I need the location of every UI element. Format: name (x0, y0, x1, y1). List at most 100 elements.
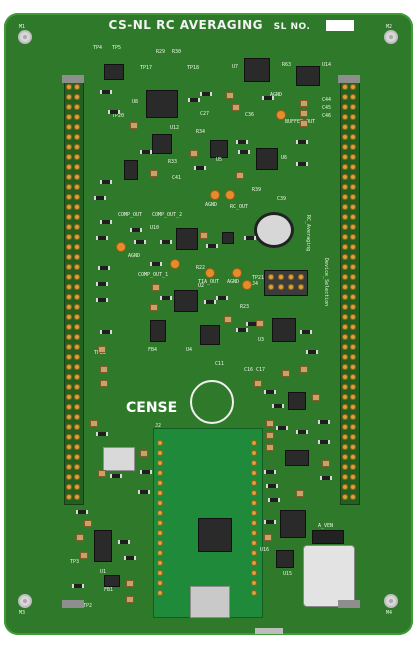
testpoint-comp-out (116, 242, 126, 252)
header-pin (74, 444, 80, 450)
mounting-hole-bottom-right (384, 594, 398, 608)
smd-resistor (266, 484, 278, 488)
electrolytic-capacitor (303, 545, 355, 607)
header-pin (74, 164, 80, 170)
header-pin (268, 284, 274, 290)
header-pin (342, 284, 348, 290)
smd-resistor (296, 140, 308, 144)
header-pin (342, 84, 348, 90)
header-pin (350, 144, 356, 150)
smd-capacitor (98, 470, 106, 477)
header-pin (66, 124, 72, 130)
usb-connector (190, 586, 230, 618)
header-pin (350, 474, 356, 480)
header-pin (342, 124, 348, 130)
module-pin (251, 450, 257, 456)
header-pin (66, 224, 72, 230)
sl-label: SL NO. (273, 22, 311, 32)
label-c39: C39 (277, 196, 287, 202)
smd-resistor (96, 282, 108, 286)
smd-resistor (296, 430, 308, 434)
smd-capacitor (226, 92, 234, 99)
smd-resistor (318, 420, 330, 424)
header-pin (350, 264, 356, 270)
label-tp3: TP3 (70, 559, 80, 565)
module-pin (251, 570, 257, 576)
smd-resistor (264, 390, 276, 394)
label-u16: U16 (260, 547, 270, 553)
module-pin (157, 470, 163, 476)
label-r33: R33 (168, 159, 178, 165)
header-pin (66, 464, 72, 470)
header-pin (66, 444, 72, 450)
smd-capacitor (190, 150, 198, 157)
label-tp21: TP21 (252, 275, 265, 281)
smd-capacitor (200, 232, 208, 239)
header-pin (350, 324, 356, 330)
left-pin-header (64, 79, 84, 505)
header-pin (350, 214, 356, 220)
label-tp17: TP17 (140, 65, 153, 71)
header-pin (350, 164, 356, 170)
header-pin (342, 354, 348, 360)
smd-resistor (264, 470, 276, 474)
header-pin (350, 194, 356, 200)
ic-u8 (146, 90, 178, 118)
ic-u12 (152, 134, 172, 154)
header-pin (66, 494, 72, 500)
header-pin (342, 304, 348, 310)
header-pin (350, 234, 356, 240)
header-pin (342, 204, 348, 210)
ic-power (280, 510, 306, 538)
header-pin (66, 324, 72, 330)
smd-resistor (118, 540, 130, 544)
label-c11: C11 (215, 361, 225, 367)
header-pin (66, 414, 72, 420)
label-u4: U4 (186, 347, 193, 353)
header-pin (350, 494, 356, 500)
label-r34: R34 (196, 129, 206, 135)
label-tp22: TP22 (94, 350, 107, 356)
smd-resistor (130, 228, 142, 232)
header-pin (74, 254, 80, 260)
module-pin (251, 550, 257, 556)
module-pin (157, 500, 163, 506)
header-pin (74, 94, 80, 100)
header-pin (350, 174, 356, 180)
module-pin (157, 580, 163, 586)
smd-resistor (140, 470, 152, 474)
header-pin (66, 424, 72, 430)
header-pin (350, 424, 356, 430)
header-pin (350, 94, 356, 100)
label-c45: C45 (322, 105, 332, 111)
label-u14: U14 (322, 62, 332, 68)
ic-u10 (176, 228, 198, 250)
header-pin (66, 334, 72, 340)
header-pin (66, 164, 72, 170)
header-pin (74, 324, 80, 330)
header-pin (342, 494, 348, 500)
module-pin (251, 470, 257, 476)
title-text: CS-NL RC AVERAGING (108, 18, 263, 32)
ic-right-lower (285, 450, 309, 466)
header-pin (342, 144, 348, 150)
header-pin (342, 324, 348, 330)
header-pin (66, 264, 72, 270)
header-pin (342, 134, 348, 140)
header-pin (66, 484, 72, 490)
smd-capacitor (300, 366, 308, 373)
smd-resistor (76, 510, 88, 514)
footer-cap-left (62, 600, 84, 608)
smd-resistor (108, 110, 120, 114)
smd-resistor (160, 240, 172, 244)
header-pin (342, 254, 348, 260)
regulator-left (103, 447, 135, 471)
header-pin (74, 394, 80, 400)
header-pin (350, 484, 356, 490)
serial-number-box (326, 20, 354, 31)
smd-resistor (244, 236, 256, 240)
label-tp4: TP4 (93, 45, 103, 51)
smd-capacitor (100, 380, 108, 387)
header-pin (350, 244, 356, 250)
header-pin (342, 484, 348, 490)
